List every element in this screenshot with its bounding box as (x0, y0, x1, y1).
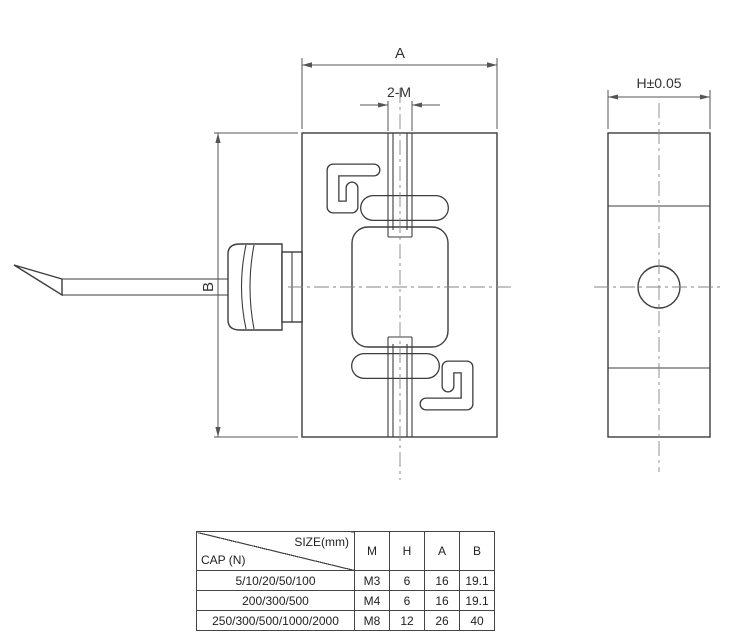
table-header-row: SIZE(mm) CAP (N) M H A B (196, 531, 495, 571)
dimension-b: B (200, 132, 298, 438)
dimension-a: A (301, 45, 498, 129)
cap-value: 250/300/500/1000/2000 (196, 610, 355, 631)
cable-cut-tip (13, 264, 63, 297)
dim-b-label: B (200, 282, 217, 292)
cable-gland (227, 243, 303, 331)
col-header-m: M (354, 531, 390, 571)
table-row: 200/300/500 M4 6 16 19.1 (196, 590, 495, 611)
size-cap-header-cell: SIZE(mm) CAP (N) (196, 531, 355, 571)
b-value: 40 (459, 610, 495, 631)
dimension-2m: 2-M (360, 84, 440, 131)
m-value: M8 (354, 610, 390, 631)
b-value: 19.1 (459, 570, 495, 591)
col-header-h: H (389, 531, 425, 571)
h-value: 12 (389, 610, 425, 631)
table-row: 250/300/500/1000/2000 M8 12 26 40 (196, 610, 495, 631)
dimension-h: H±0.05 (607, 75, 711, 129)
a-value: 26 (424, 610, 460, 631)
threaded-hole-bottom (387, 336, 413, 437)
cable (13, 264, 228, 297)
dim-2m-label: 2-M (387, 84, 411, 100)
m-value: M3 (354, 570, 390, 591)
spec-table: SIZE(mm) CAP (N) M H A B 5/10/20/50/100 … (196, 531, 495, 631)
cap-value: 5/10/20/50/100 (196, 570, 355, 591)
a-value: 16 (424, 590, 460, 611)
b-value: 19.1 (459, 590, 495, 611)
lower-hook-slot (419, 360, 474, 411)
a-value: 16 (424, 570, 460, 591)
col-header-a: A (424, 531, 460, 571)
table-row: 5/10/20/50/100 M3 6 16 19.1 (196, 570, 495, 591)
dim-h-label: H±0.05 (636, 75, 681, 91)
centerlines (288, 88, 724, 480)
m-value: M4 (354, 590, 390, 611)
front-view (13, 132, 498, 438)
upper-hook-slot (326, 163, 381, 214)
h-value: 6 (389, 590, 425, 611)
cap-label: CAP (N) (201, 553, 246, 567)
threaded-hole-top (387, 133, 413, 238)
dim-a-label: A (395, 45, 405, 62)
size-label: SIZE(mm) (294, 535, 349, 549)
col-header-b: B (459, 531, 495, 571)
h-value: 6 (389, 570, 425, 591)
cap-value: 200/300/500 (196, 590, 355, 611)
